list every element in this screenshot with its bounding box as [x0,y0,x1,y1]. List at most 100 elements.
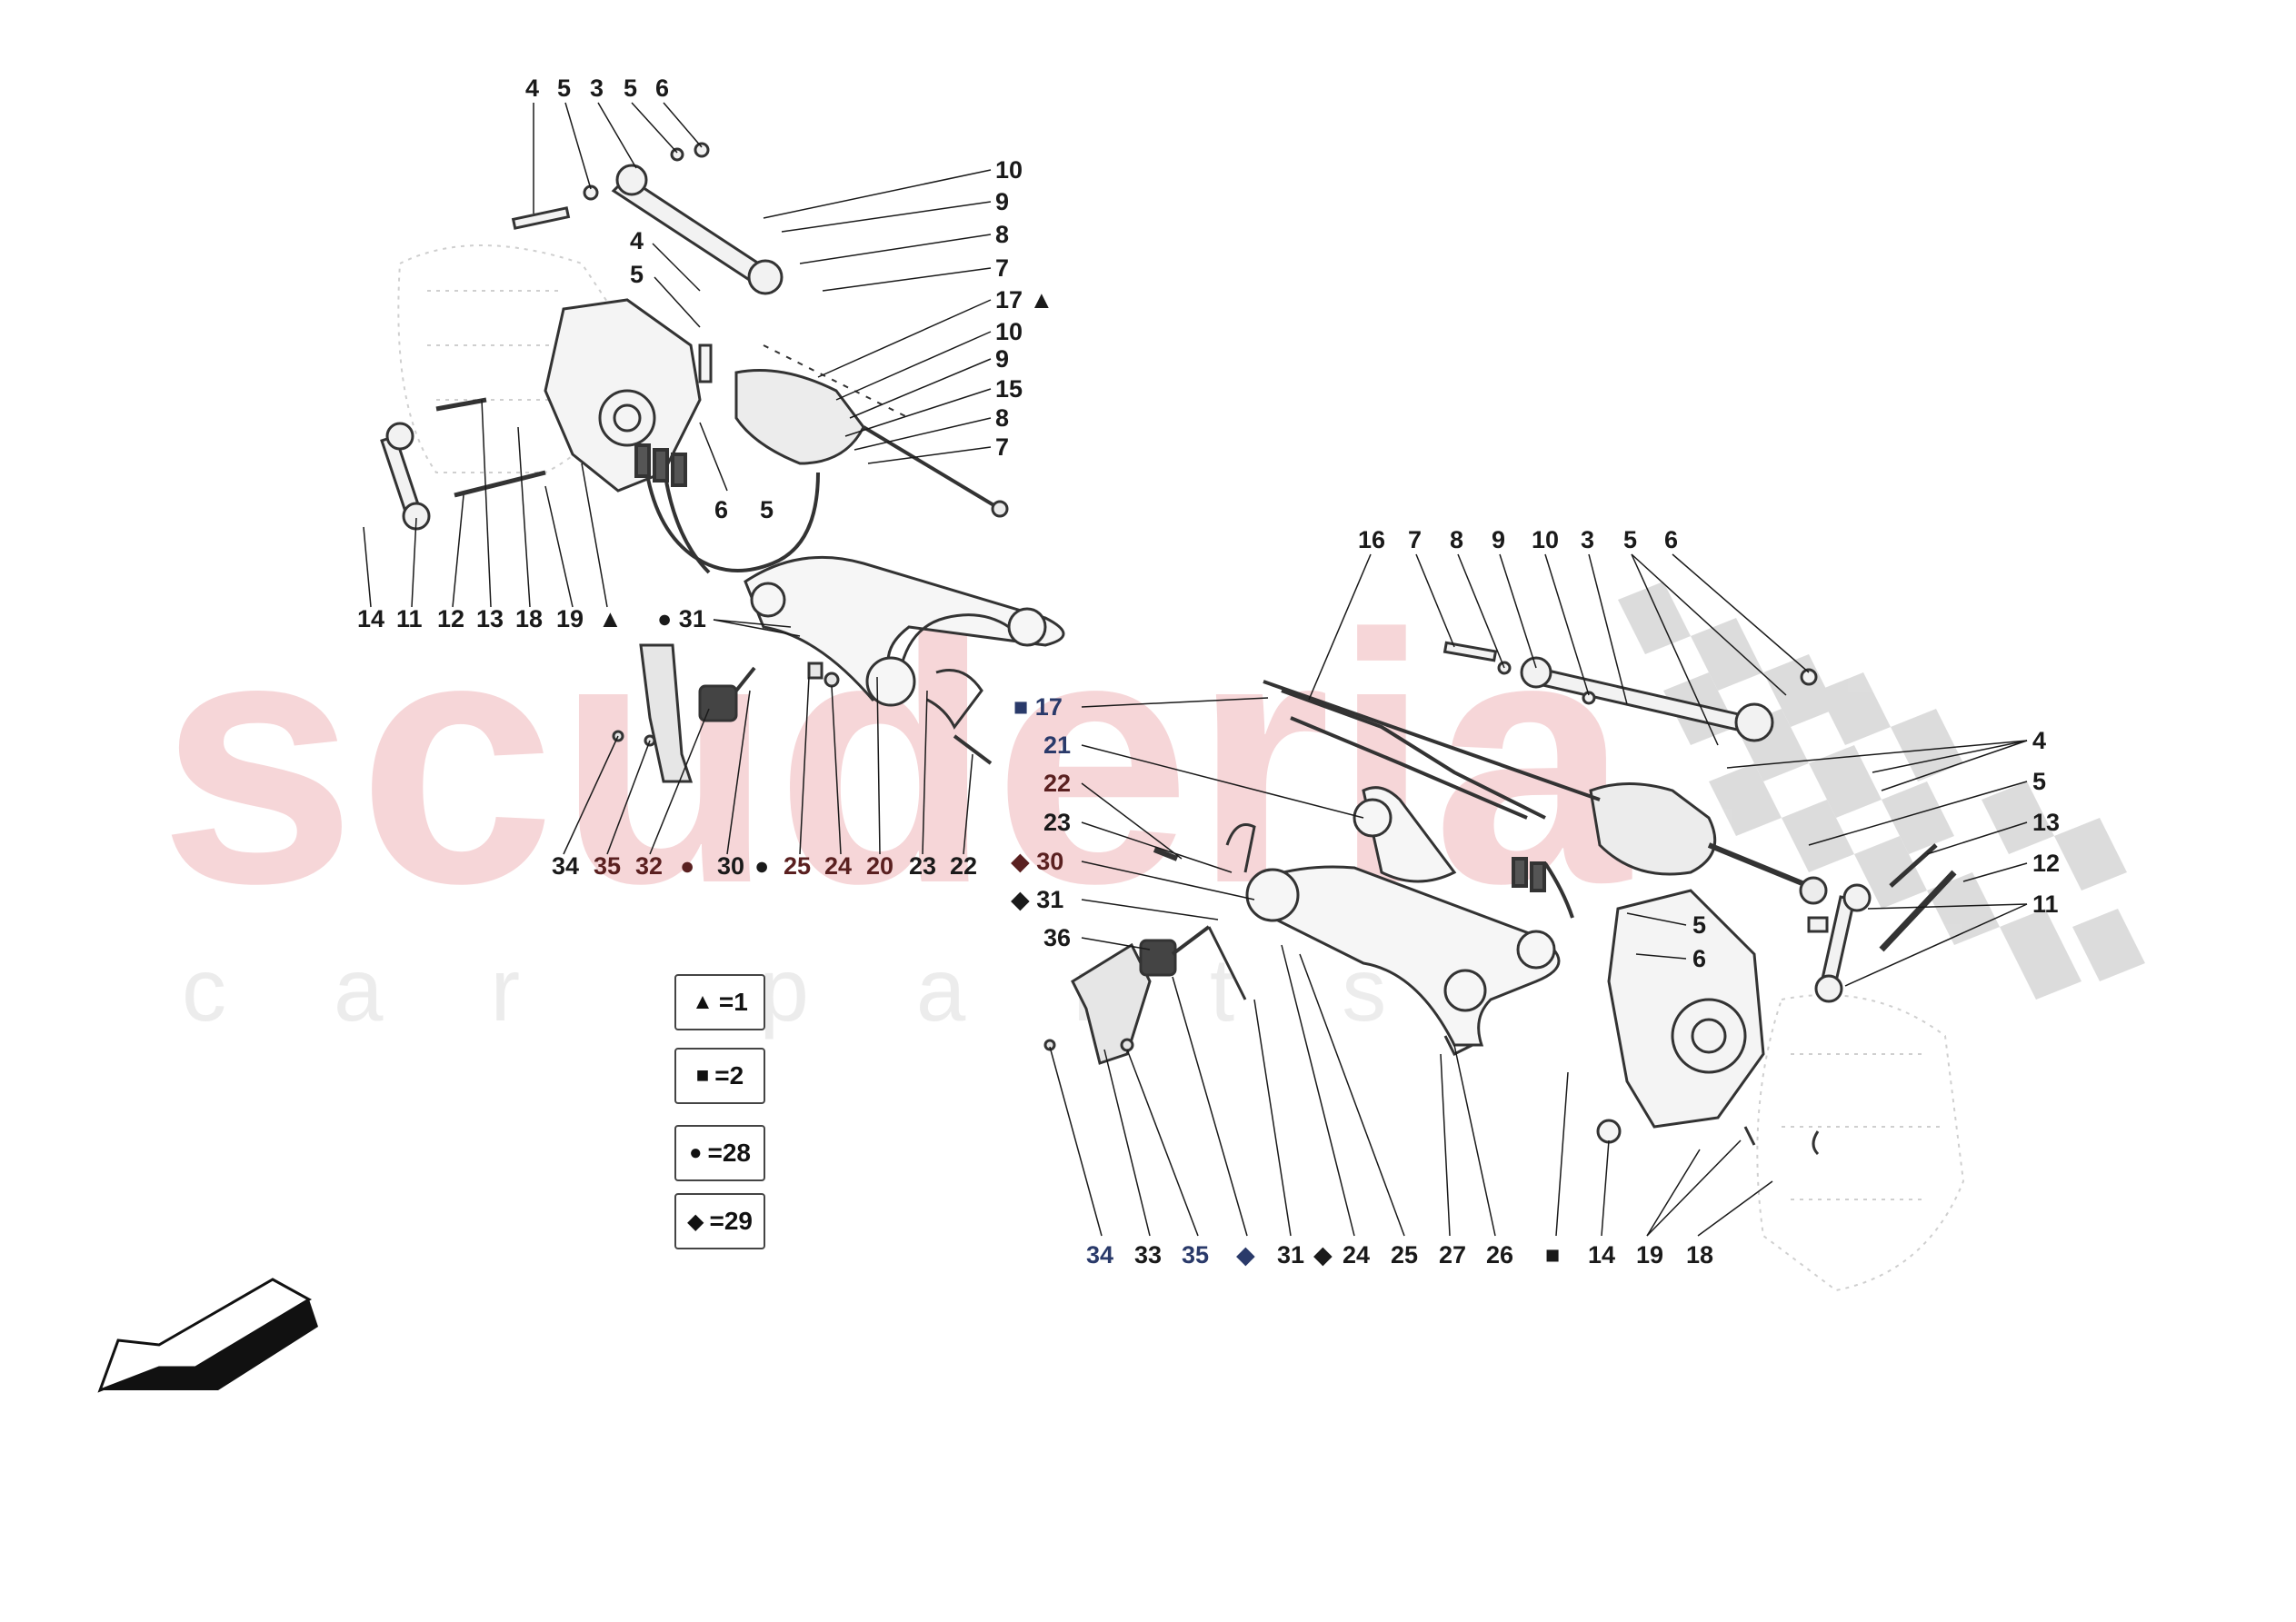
legend-item: ◆ =29 [674,1193,765,1249]
callout-label: ◆ [1236,1241,1255,1269]
callout-label: 12 [437,605,464,632]
legend-value: =28 [707,1139,752,1167]
callout-label: 12 [2032,850,2060,877]
callout-label: 14 [1588,1241,1615,1269]
callout-label: 15 [995,375,1023,403]
callout-label: 26 [1486,1241,1513,1269]
callout-label: 7 [995,254,1009,282]
callout-label: 11 [396,605,423,632]
direction-arrow [97,1278,318,1393]
sensor-cables-right [1281,689,1574,919]
lower-wishbone-right [1245,786,1561,1047]
upper-link-left [511,142,784,295]
callout-label: 16 [1358,526,1385,553]
callout-label: 18 [1686,1241,1713,1269]
callout-label: 8 [995,404,1009,432]
leader-lines [363,102,2028,1237]
drive-actuator-right [1263,680,1828,905]
legend-value: =29 [709,1207,753,1235]
callout-label: 33 [1134,1241,1162,1269]
upper-link-right [1442,641,1818,742]
toe-link-right [1743,843,1957,1156]
diamond-icon: ◆ [687,1209,704,1234]
callout-label: 17 ▲ [995,286,1053,313]
callout-label: 19 [1636,1241,1663,1269]
drive-actuator-left [734,344,1009,518]
callout-label: 18 [515,605,543,632]
lower-wishbone-left [744,555,1065,707]
callout-label: 35 [594,852,621,880]
callout-label: ▲ [598,605,623,632]
callout-label: 13 [2032,809,2060,836]
callout-label: 7 [995,433,1009,461]
callout-label: 34 [1086,1241,1113,1269]
callout-label: 9 [1492,526,1505,553]
height-sensor-right [1043,823,1473,1065]
legend-item: ■ =2 [674,1048,765,1104]
callout-label: 20 [866,852,893,880]
callout-label: ● [754,852,769,880]
watermark-sub: car parts [182,940,1494,1040]
callout-label: 4 [2032,727,2046,754]
callout-label: 5 [557,75,571,102]
callout-label: 23 [1043,809,1071,836]
callout-label: 36 [1043,924,1071,951]
legend-item: ● =28 [674,1125,765,1181]
callout-label: ◆ 31 [1011,886,1063,913]
callout-label: 6 [714,496,728,523]
callout-label: 10 [995,318,1023,345]
callout-label: 8 [1450,526,1463,553]
callout-label: 6 [1664,526,1678,553]
callout-label: 32 [635,852,663,880]
callout-label: 23 [909,852,936,880]
callout-label: 22 [1043,770,1071,797]
callout-label: 31 [1277,1241,1304,1269]
callout-label: 24 [1343,1241,1370,1269]
callout-label: 7 [1408,526,1422,553]
height-sensor-left [612,643,993,783]
callout-label: 5 [2032,768,2046,795]
callout-label: 10 [1532,526,1559,553]
callout-label: 9 [995,345,1009,373]
callout-label: 3 [590,75,604,102]
hub-carrier-left [544,298,713,493]
square-icon: ■ [695,1063,710,1088]
callout-label: 9 [995,188,1009,215]
callout-label: 6 [1692,945,1706,972]
callout-label: 4 [630,227,644,254]
callout-label: 25 [784,852,811,880]
triangle-icon: ▲ [692,990,714,1014]
callout-label: 5 [1692,911,1706,939]
callout-label: 22 [950,852,977,880]
callout-label: ◆ 30 [1011,848,1063,875]
callout-label: 10 [995,156,1023,184]
callout-label: 5 [760,496,774,523]
callout-label: ■ 17 [1013,693,1063,721]
callout-label: 24 [824,852,852,880]
callout-label: 19 [556,605,584,632]
circle-icon: ● [689,1140,703,1165]
hub-carrier-right [1596,889,1765,1144]
callout-label: ● 31 [657,605,706,632]
callout-label: 6 [655,75,669,102]
callout-label: 11 [2032,891,2059,918]
legend-value: =2 [714,1061,744,1090]
callout-label: ● [680,852,694,880]
callout-label: 4 [525,75,539,102]
callout-label: 27 [1439,1241,1466,1269]
callout-label: 3 [1581,526,1594,553]
callout-label: 25 [1391,1241,1418,1269]
callout-label: 5 [624,75,637,102]
callout-label: 14 [357,605,384,632]
callout-label: 35 [1182,1241,1209,1269]
callout-label: ◆ [1313,1241,1333,1269]
legend-item: ▲ =1 [674,974,765,1030]
callout-label: 5 [630,261,644,288]
callout-label: 13 [476,605,504,632]
sensor-cables-left [634,443,820,574]
callout-label: 34 [552,852,579,880]
callout-label: 8 [995,221,1009,248]
callout-labels: 4 5 3 5 6 10 9 8 7 17 ▲ 10 9 15 8 7 4 5 … [357,75,2060,1269]
